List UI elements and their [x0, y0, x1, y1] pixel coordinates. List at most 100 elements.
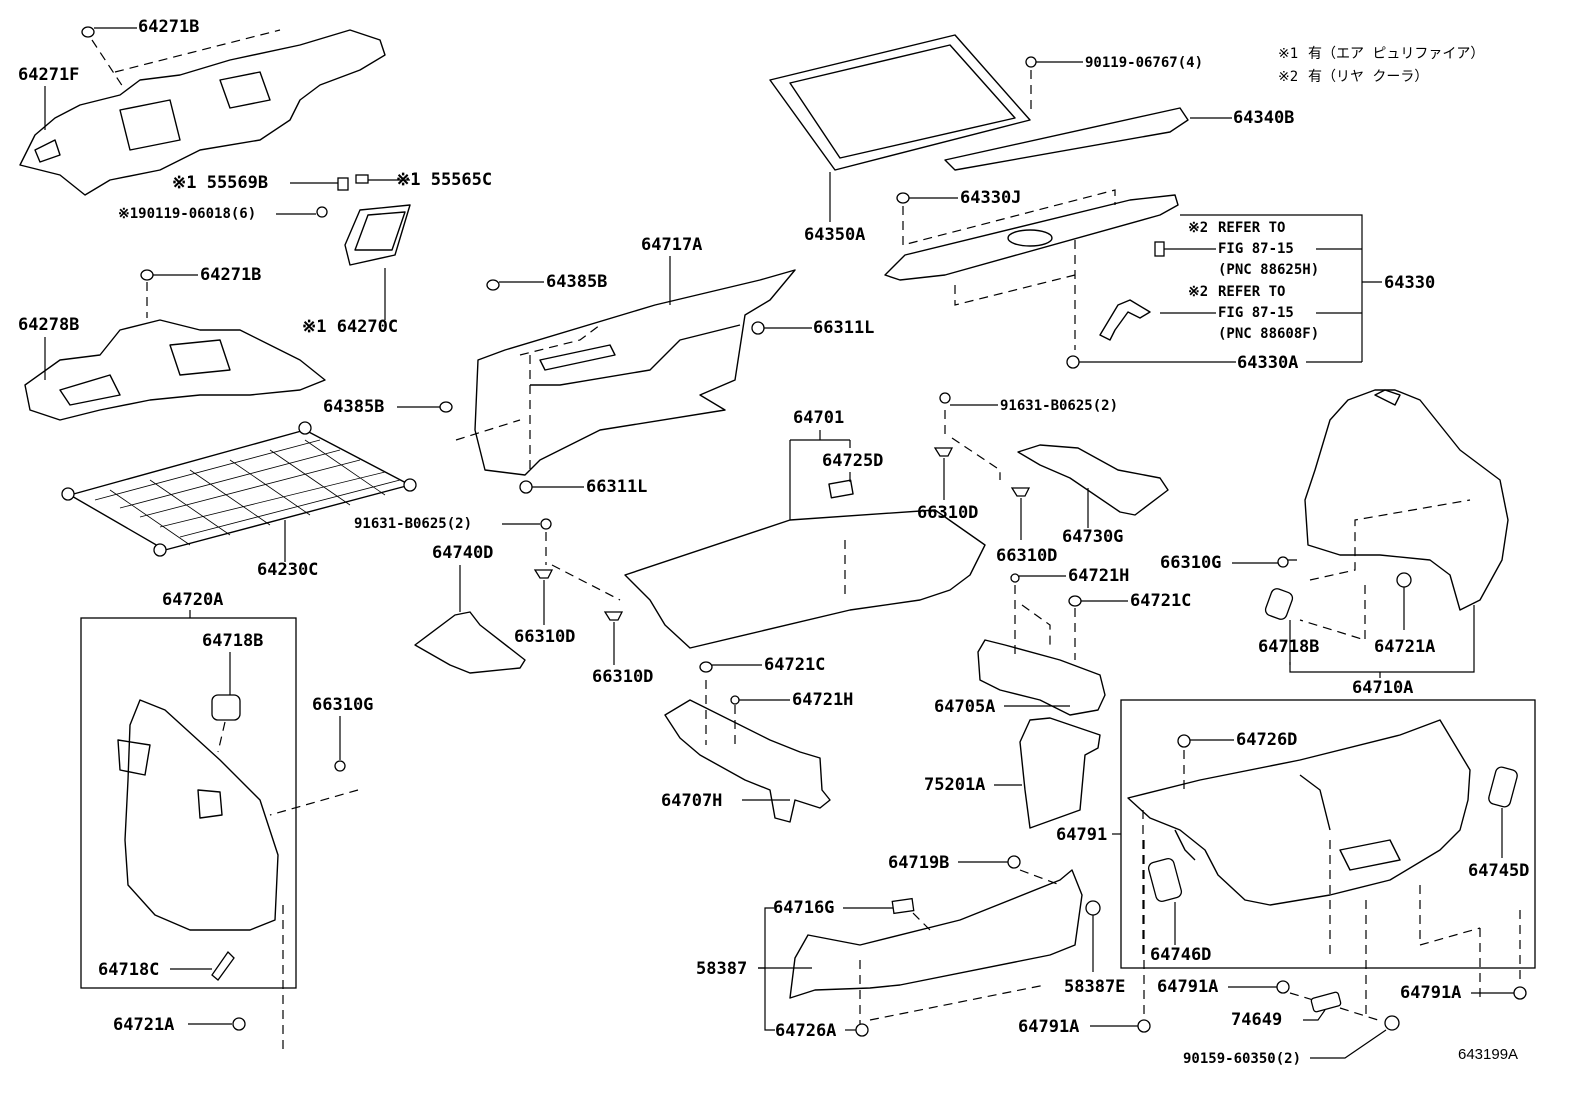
callout-66310D-b: 66310D [592, 611, 653, 687]
part-number[interactable]: 64721A [113, 1015, 174, 1035]
clip-icon [334, 760, 346, 772]
part-number[interactable]: 74649 [1231, 1010, 1282, 1030]
reference-mark: ※2 [1188, 220, 1208, 236]
part-number[interactable]: 64791A [1018, 1017, 1079, 1037]
part-number[interactable]: 64745D [1468, 861, 1529, 881]
part-64710A-side-trim [1288, 389, 1509, 641]
vent-grille-icon [211, 694, 241, 721]
part-number[interactable]: 75201A [924, 775, 985, 795]
reference-line1: REFER TO [1218, 284, 1285, 300]
clip-icon [140, 269, 154, 281]
part-number[interactable]: 66310D [514, 627, 575, 647]
part-number[interactable]: 90119-06767(4) [1085, 55, 1203, 71]
part-number[interactable]: ※190119-06018(6) [118, 206, 256, 222]
part-number[interactable]: 64271B [138, 17, 199, 37]
part-number[interactable]: 66311L [586, 477, 647, 497]
callout-64721H-right: 64721H [1010, 566, 1129, 586]
clip-icon [1276, 980, 1290, 994]
part-number[interactable]: 64340B [1233, 108, 1294, 128]
part-number[interactable]: 64718C [98, 960, 159, 980]
reference-line2[interactable]: FIG 87-15 [1218, 241, 1294, 257]
part-number[interactable]: 64330 [1384, 273, 1435, 293]
part-number[interactable]: 64721C [1130, 591, 1191, 611]
part-number[interactable]: 64230C [257, 560, 318, 580]
part-number[interactable]: 64718B [1258, 637, 1319, 657]
part-number[interactable]: 66310D [996, 546, 1057, 566]
clip-icon [1277, 556, 1289, 568]
part-number[interactable]: 64721A [1374, 637, 1435, 657]
callout-64716G: 64716G [758, 897, 915, 1031]
callout-64718C: 64718C [98, 950, 235, 981]
part-number[interactable]: 64721H [1068, 566, 1129, 586]
callout-64707H: 64707H [661, 791, 790, 811]
part-number[interactable]: ※1 55565C [396, 170, 492, 190]
clip-icon [1177, 734, 1191, 748]
clip-icon [730, 695, 740, 705]
part-number[interactable]: 64385B [323, 397, 384, 417]
clip-icon [486, 279, 500, 291]
part-number[interactable]: 64278B [18, 315, 79, 335]
part-number[interactable]: 58387 [696, 959, 747, 979]
callout-66311L-top: 66311L [751, 318, 874, 338]
part-64278B-silencer [24, 319, 326, 421]
callout-64330: 64330 [1180, 214, 1435, 362]
hook-icon [1310, 991, 1342, 1013]
part-number[interactable]: 91631-B0625(2) [1000, 398, 1118, 414]
part-64230C-luggage-net [61, 421, 417, 562]
part-number[interactable]: 64791 [1056, 825, 1107, 845]
part-number[interactable]: 64718B [202, 631, 263, 651]
part-number[interactable]: 64271F [18, 65, 79, 85]
part-number[interactable]: 64720A [162, 590, 223, 610]
note-2-text: 有（リヤ クーラ） [1308, 69, 1428, 85]
reference-line2[interactable]: FIG 87-15 [1218, 305, 1294, 321]
part-64330-package-tray [884, 194, 1179, 350]
part-number[interactable]: 64705A [934, 697, 995, 717]
part-number[interactable]: 64721H [792, 690, 853, 710]
part-number[interactable]: ※1 55569B [172, 173, 268, 193]
part-number[interactable]: 64330A [1237, 353, 1298, 373]
cover-icon [211, 950, 235, 981]
reference-line3: (PNC 88625H) [1218, 262, 1319, 278]
part-number[interactable]: 64350A [804, 225, 865, 245]
part-64730G-cover [1017, 444, 1169, 528]
callout-58387E: 58387E [1064, 900, 1125, 997]
part-number[interactable]: 64330J [960, 188, 1021, 208]
part-number[interactable]: 64746D [1150, 945, 1211, 965]
part-number[interactable]: 64271B [200, 265, 261, 285]
callout-64725D: 64725D [822, 451, 883, 482]
part-number[interactable]: 64791A [1400, 983, 1461, 1003]
part-64340B-panel [944, 107, 1189, 171]
part-number[interactable]: 64710A [1352, 678, 1413, 698]
part-number[interactable]: 66310G [312, 695, 373, 715]
part-number[interactable]: 64730G [1062, 527, 1123, 547]
vent-grille-icon [1264, 588, 1294, 620]
part-number[interactable]: ※1 64270C [302, 317, 398, 337]
part-64271F-silencer [19, 29, 386, 196]
part-number[interactable]: 66310G [1160, 553, 1221, 573]
part-number[interactable]: 64717A [641, 235, 702, 255]
callout-90159-60350: 90159-60350(2) [1183, 1015, 1400, 1067]
part-number[interactable]: 64721C [764, 655, 825, 675]
callout-64730G: 64730G [1062, 527, 1123, 547]
part-number[interactable]: 66311L [813, 318, 874, 338]
part-number[interactable]: 64707H [661, 791, 722, 811]
part-number[interactable]: 90159-60350(2) [1183, 1051, 1301, 1067]
part-number[interactable]: 58387E [1064, 977, 1125, 997]
part-number[interactable]: 64725D [822, 451, 883, 471]
part-number[interactable]: 64726A [775, 1021, 836, 1041]
part-number[interactable]: 66310D [917, 503, 978, 523]
part-number[interactable]: 91631-B0625(2) [354, 516, 472, 532]
callout-66310G-left: 66310G [269, 695, 373, 816]
part-number[interactable]: 64385B [546, 272, 607, 292]
part-number[interactable]: 64719B [888, 853, 949, 873]
part-number[interactable]: 66310D [592, 667, 653, 687]
part-number[interactable]: 64726D [1236, 730, 1297, 750]
part-number[interactable]: 64701 [793, 408, 844, 428]
callout-64271B-top: 64271B [81, 17, 199, 38]
part-number[interactable]: 64791A [1157, 977, 1218, 997]
part-number[interactable]: 64740D [432, 543, 493, 563]
part-number[interactable]: 64716G [773, 898, 834, 918]
callout-64726A: 64726A [775, 1021, 869, 1041]
part-64717A-trim [474, 269, 796, 476]
clip-icon [896, 192, 910, 204]
